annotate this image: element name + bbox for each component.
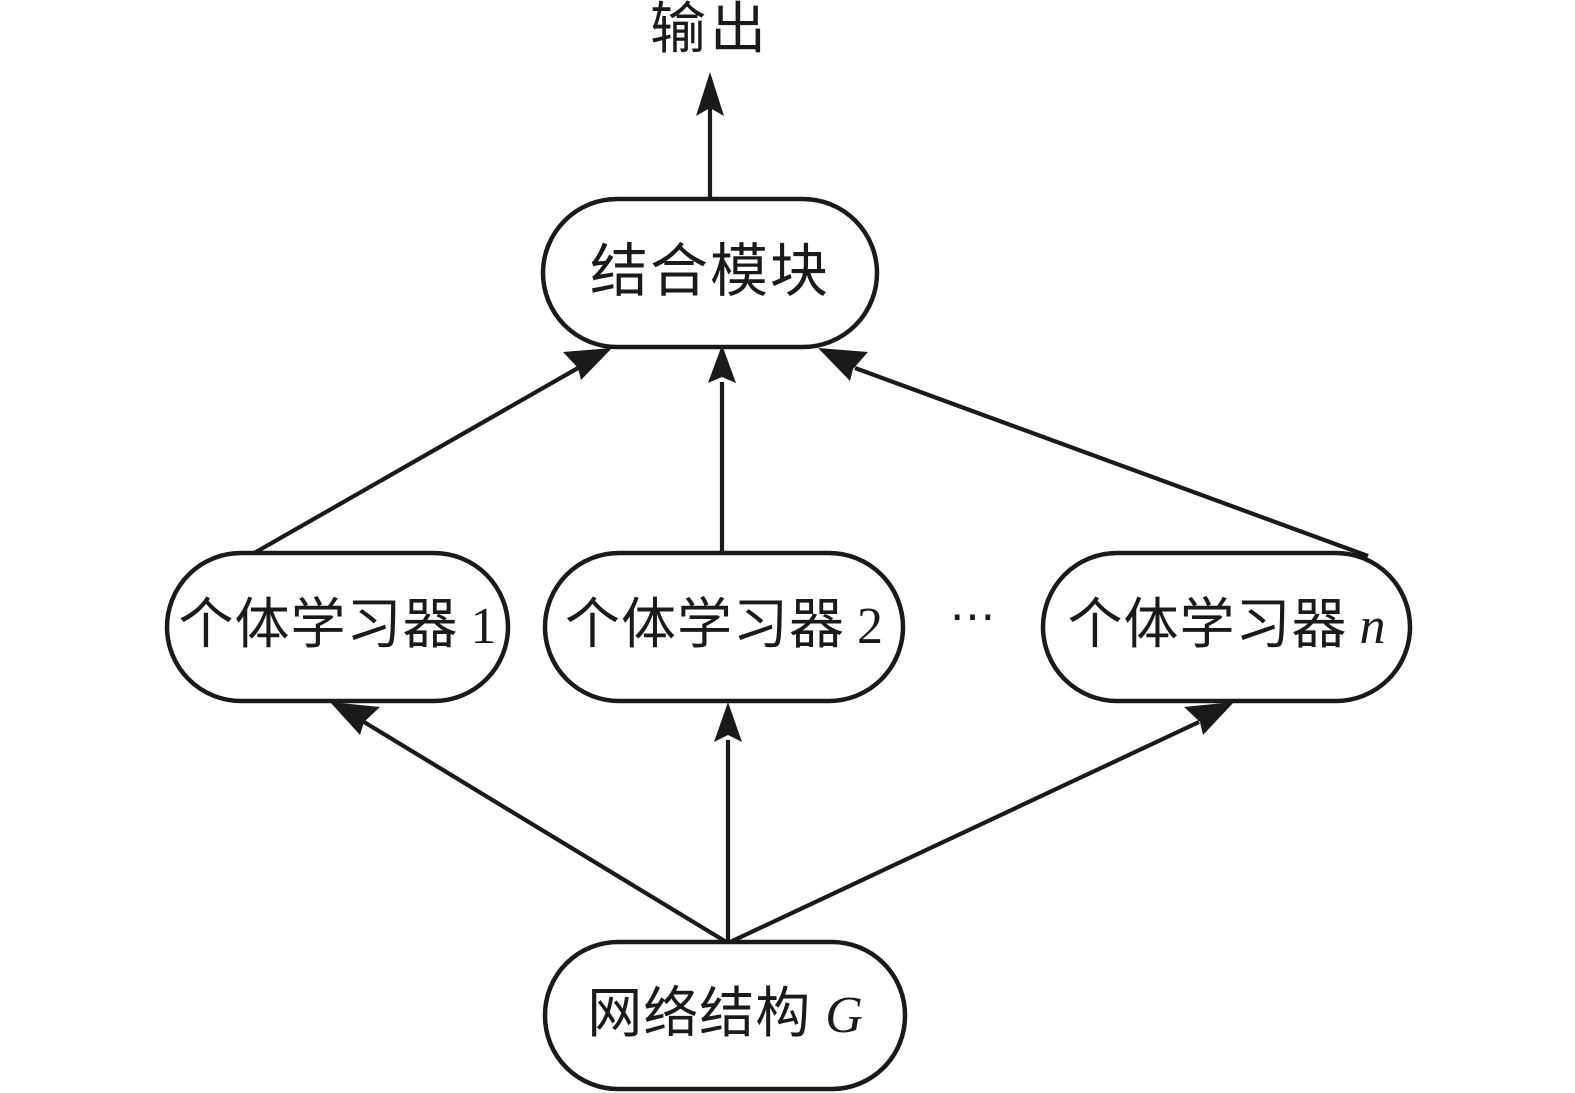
arrowhead-learner1-combination <box>563 348 612 380</box>
edge-network-to-learner2 <box>714 702 742 943</box>
network-structure-label-cjk: 网络结构 <box>587 983 812 1044</box>
node-combination-module-shape[interactable] <box>540 196 880 350</box>
arrowhead-network-learner1 <box>330 702 380 735</box>
arrowhead-network-learnern <box>1184 702 1234 735</box>
individual-learner-1-label-index: 1 <box>470 598 497 655</box>
edge-network-to-learnern <box>727 702 1234 945</box>
node-individual-learner-2-shape[interactable] <box>542 550 906 704</box>
individual-learner-2-label-index: 2 <box>857 598 883 655</box>
arrowhead-learnern-combination <box>818 348 868 381</box>
network-structure-label-index: G <box>825 987 863 1044</box>
edge-learnern-to-combination <box>818 348 1369 558</box>
combination-module-label: 结合模块 <box>589 239 830 304</box>
individual-learner-2-label-cjk: 个体学习器 <box>564 594 845 655</box>
arrowhead-network-learner2 <box>714 702 742 742</box>
node-individual-learner-1-shape[interactable] <box>164 550 511 704</box>
individual-learner-n-label-index: n <box>1359 598 1386 655</box>
edge-combination-to-output <box>696 72 724 199</box>
node-individual-learner-n-shape[interactable] <box>1040 550 1413 704</box>
arrowhead-output <box>696 72 724 116</box>
node-network-structure-shape[interactable] <box>542 939 908 1092</box>
output-label: 输出 <box>650 0 770 61</box>
edge-network-to-learner1 <box>330 702 730 945</box>
edge-learner1-to-combination <box>247 348 612 558</box>
individual-learner-n-label-cjk: 个体学习器 <box>1067 594 1348 655</box>
individual-learner-1-label-cjk: 个体学习器 <box>178 594 459 655</box>
arrowhead-learner2-combination <box>708 345 736 383</box>
edge-learner2-to-combination <box>708 345 736 553</box>
ellipsis-label: ⋯ <box>949 591 1001 642</box>
